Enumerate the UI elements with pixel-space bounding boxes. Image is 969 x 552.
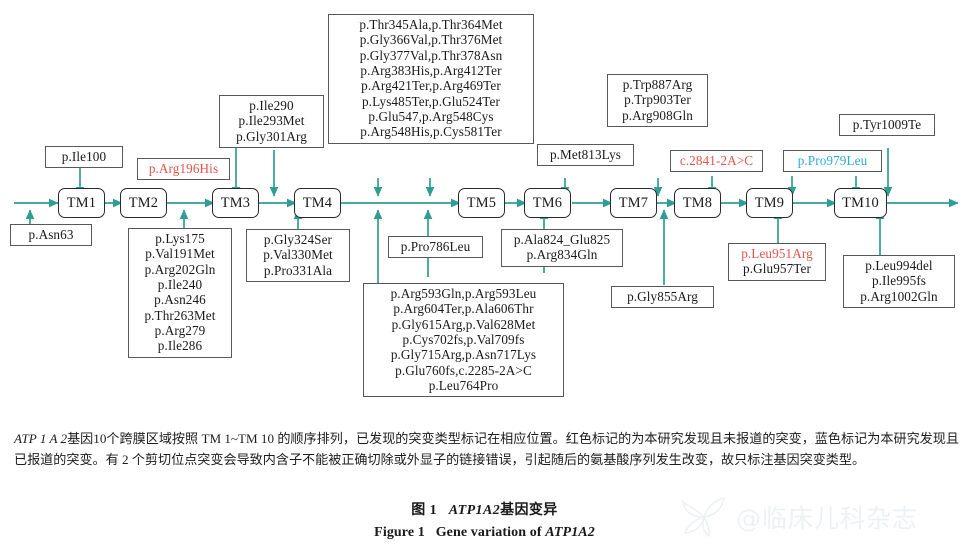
node-tm4-label: TM4: [302, 194, 333, 211]
node-tm10-label: TM10: [842, 194, 879, 211]
node-tm2-label: TM2: [128, 194, 159, 211]
figure-title-cn-gene: ATP1A2: [448, 503, 501, 518]
node-tm7[interactable]: TM7: [610, 188, 657, 218]
figure-title-en-gene: ATP1A2: [545, 524, 595, 540]
figure-title-cn: 图 1 ATP1A2基因变异: [0, 500, 969, 522]
node-tm9-label: TM9: [754, 194, 785, 211]
figure-title-cn-suffix: 基因变异: [500, 503, 558, 518]
node-tm9[interactable]: TM9: [746, 188, 793, 218]
node-tm1-label: TM1: [66, 194, 97, 211]
node-tm1[interactable]: TM1: [58, 188, 105, 218]
annotation-leu951-cluster[interactable]: p.Leu951Arg p.Glu957Ter: [728, 243, 826, 281]
annotation-leu994-cluster[interactable]: p.Leu994del p.Ile995fs p.Arg1002Gln: [843, 255, 955, 308]
figure-title-cn-prefix: 图 1: [411, 503, 437, 518]
annotation-ile290-cluster[interactable]: p.Ile290 p.Ile293Met p.Gly301Arg: [219, 95, 324, 148]
node-tm2[interactable]: TM2: [120, 188, 167, 218]
caption-gene-name: ATP 1 A 2: [14, 431, 68, 446]
node-tm3-label: TM3: [220, 194, 251, 211]
node-tm10[interactable]: TM10: [834, 188, 887, 218]
annotation-tyr1009[interactable]: p.Tyr1009Te: [839, 114, 935, 137]
watermark-text: @临床儿科杂志: [736, 504, 919, 533]
annotation-tm4-tm5-cluster[interactable]: p.Thr345Ala,p.Thr364Met p.Gly366Val,p.Th…: [328, 14, 534, 144]
annotation-ala824-cluster[interactable]: p.Ala824_Glu825 p.Arg834Gln: [501, 229, 623, 267]
annotation-tm5-lower-cluster[interactable]: p.Arg593Gln,p.Arg593Leu p.Arg604Ter,p.Al…: [363, 283, 564, 398]
annotation-pro979leu[interactable]: p.Pro979Leu: [783, 150, 882, 173]
node-tm5-label: TM5: [466, 194, 497, 211]
annotation-trp887-cluster[interactable]: p.Trp887Arg p.Trp903Ter p.Arg908Gln: [607, 74, 708, 127]
annotation-pro786leu[interactable]: p.Pro786Leu: [388, 236, 483, 259]
figure-title-en: Figure 1 Gene variation of ATP1A2: [0, 522, 969, 544]
annotation-c2841-splice[interactable]: c.2841-2A>C: [670, 150, 763, 173]
annotation-tm2-cluster[interactable]: p.Lys175 p.Val191Met p.Arg202Gln p.Ile24…: [128, 228, 232, 358]
figure-title-en-prefix: Figure 1: [374, 524, 425, 540]
node-tm3[interactable]: TM3: [212, 188, 259, 218]
node-tm4[interactable]: TM4: [294, 188, 341, 218]
annotation-met813lys[interactable]: p.Met813Lys: [537, 144, 634, 167]
node-tm5[interactable]: TM5: [458, 188, 505, 218]
annotation-arg196his[interactable]: p.Arg196His: [137, 158, 230, 181]
node-tm8-label: TM8: [682, 194, 713, 211]
node-tm7-label: TM7: [618, 194, 649, 211]
node-tm6[interactable]: TM6: [524, 188, 571, 218]
annotation-gly324-cluster[interactable]: p.Gly324Ser p.Val330Met p.Pro331Ala: [246, 229, 350, 282]
caption-body: 基因10个跨膜区域按照 TM 1~TM 10 的顺序排列，已发现的突变类型标记在…: [14, 431, 959, 468]
node-tm6-label: TM6: [532, 194, 563, 211]
annotation-ile100[interactable]: p.Ile100: [45, 146, 123, 169]
figure-title-en-text: Gene variation of: [435, 524, 542, 540]
annotation-gly855arg[interactable]: p.Gly855Arg: [611, 286, 714, 309]
leaf-logo-icon: [681, 496, 726, 538]
figure-caption: ATP 1 A 2基因10个跨膜区域按照 TM 1~TM 10 的顺序排列，已发…: [14, 428, 959, 470]
watermark: @临床儿科杂志: [680, 486, 960, 548]
node-tm8[interactable]: TM8: [674, 188, 721, 218]
figure-titles: 图 1 ATP1A2基因变异 Figure 1 Gene variation o…: [0, 500, 969, 543]
annotation-asn63[interactable]: p.Asn63: [10, 224, 92, 247]
